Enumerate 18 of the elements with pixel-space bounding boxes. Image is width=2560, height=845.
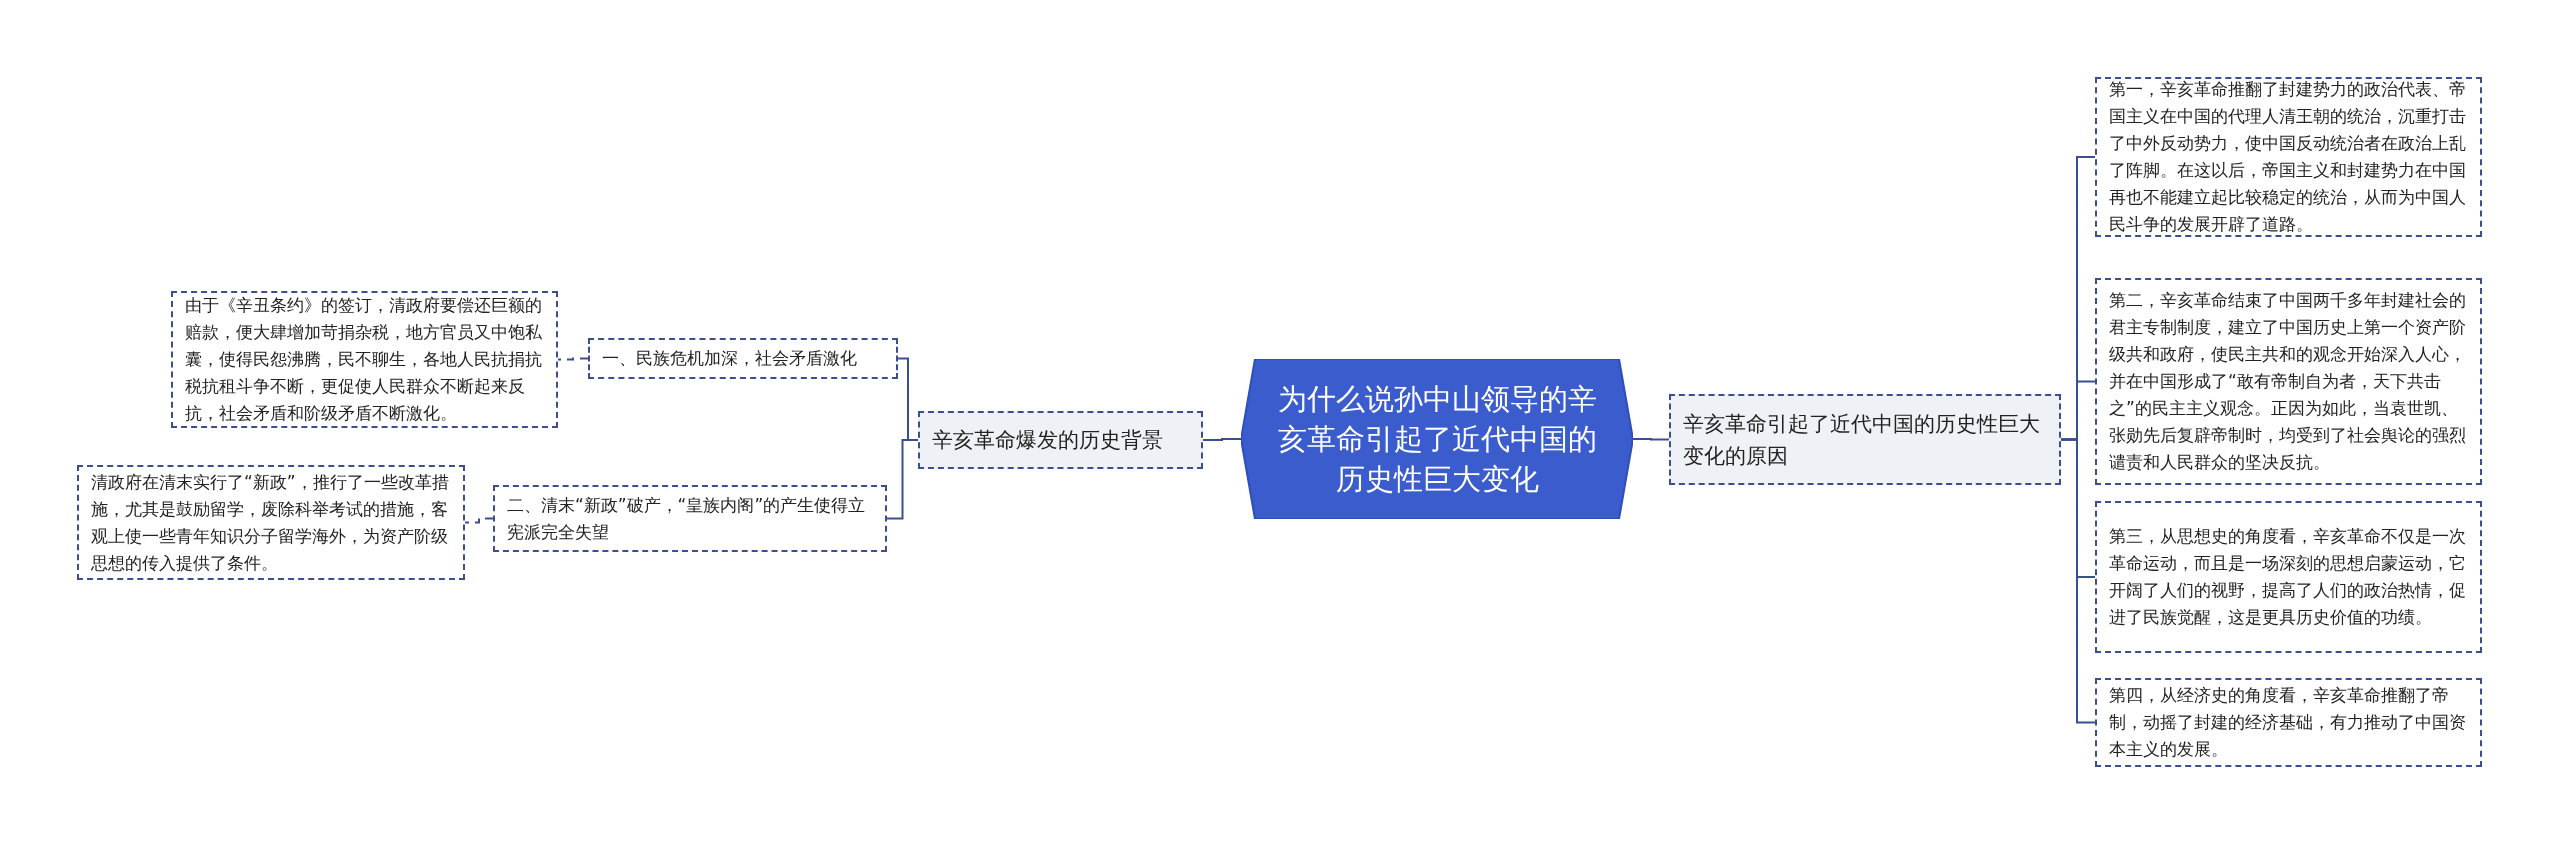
note-box: 第二，辛亥革命结束了中国两千多年封建社会的君主专制制度，建立了中国历史上第一个资产阶级共和政府，使民主共和的观念开始深入人心，并在中国形成了“敢有帝制自为者，天下共击之”的民主主义观念。正因为如此，当袁世凯、张勋先后复辟帝制时，均受到了社会舆论的强烈谴责和人民群众的坚决反抗。 bbox=[2095, 278, 2482, 485]
note-box: 清政府在清末实行了“新政”，推行了一些改革措施，尤其是鼓励留学，废除科举考试的措施，客观上使一些青年知识分子留学海外，为资产阶级思想的传入提供了条件。 bbox=[77, 465, 465, 580]
connector-line bbox=[464, 517, 494, 524]
branch-box: 辛亥革命引起了近代中国的历史性巨大变化的原因 bbox=[1669, 394, 2061, 485]
note-box: 第三，从思想史的角度看，辛亥革命不仅是一次革命运动，而且是一场深刻的思想启蒙运动，它开阔了人们的视野，提高了人们的政治热情，促进了民族觉醒，这是更具历史价值的功绩。 bbox=[2095, 501, 2482, 653]
note-box: 一、民族危机加深，社会矛盾激化 bbox=[588, 338, 898, 379]
note-box: 二、清末“新政”破产，“皇族内阁”的产生使得立宪派完全失望 bbox=[493, 485, 887, 552]
note-box: 第一，辛亥革命推翻了封建势力的政治代表、帝国主义在中国的代理人清王朝的统治，沉重打击了中外反动势力，使中国反动统治者在政治上乱了阵脚。在这以后，帝国主义和封建势力在中国再也不能建立起比较稳定的统治，从而为中国人民斗争的发展开辟了道路。 bbox=[2095, 77, 2482, 237]
note-box: 第四，从经济史的角度看，辛亥革命推翻了帝制，动摇了封建的经济基础，有力推动了中国资本主义的发展。 bbox=[2095, 678, 2482, 767]
connector-line bbox=[1632, 438, 1670, 441]
branch-box: 辛亥革命爆发的历史背景 bbox=[918, 411, 1203, 469]
connector-line bbox=[886, 439, 919, 520]
topic-hexagon bbox=[1241, 359, 1633, 519]
connector-line bbox=[2060, 438, 2096, 724]
topic-title: 为什么说孙中山领导的辛亥革命引起了近代中国的历史性巨大变化 bbox=[1276, 381, 1598, 498]
connector-line bbox=[1202, 438, 1242, 441]
note-box: 由于《辛丑条约》的签订，清政府要偿还巨额的赔款，便大肆增加苛捐杂税，地方官员又中饱私囊，使得民怨沸腾，民不聊生，各地人民抗捐抗税抗租斗争不断，更促使人民群众不断起来反抗，社会矛盾和阶级矛盾不断激化。 bbox=[171, 291, 558, 428]
connector-line bbox=[557, 357, 589, 361]
